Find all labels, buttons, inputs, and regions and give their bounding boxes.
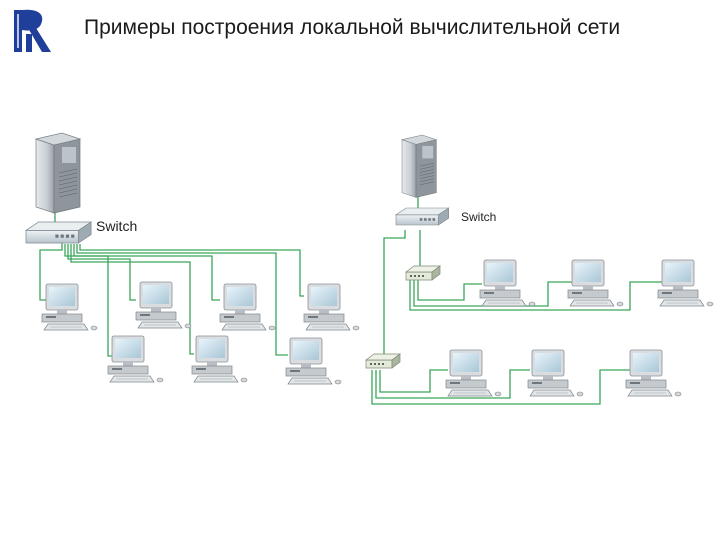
- left-server: [35, 132, 81, 214]
- right-switch-label: Switch: [461, 210, 496, 224]
- workstation-icon: [107, 335, 164, 383]
- university-monogram-logo: [6, 4, 56, 56]
- workstation-icon: [285, 337, 342, 385]
- workstation-icon: [445, 349, 502, 397]
- right-server: [401, 134, 437, 198]
- workstation-icon: [527, 349, 584, 397]
- workstation-icon: [191, 335, 248, 383]
- left-switch-label: Switch: [96, 218, 137, 234]
- workstation-icon: [479, 259, 536, 307]
- hub-icon: [365, 353, 401, 369]
- workstation-icon: [567, 259, 624, 307]
- workstation-icon: [657, 259, 714, 307]
- right-workstations: [445, 259, 714, 397]
- workstation-icon: [303, 283, 360, 331]
- right-network-cables: [371, 194, 662, 405]
- left-workstations: [41, 281, 360, 385]
- workstation-icon: [625, 349, 682, 397]
- right-switch: [395, 207, 450, 226]
- workstation-icon: [219, 283, 276, 331]
- hub-icon: [405, 265, 441, 281]
- page-title: Примеры построения локальной вычислитель…: [84, 16, 621, 39]
- workstation-icon: [41, 283, 98, 331]
- left-network-cables: [39, 210, 304, 357]
- left-switch: [25, 221, 92, 244]
- workstation-icon: [135, 281, 192, 329]
